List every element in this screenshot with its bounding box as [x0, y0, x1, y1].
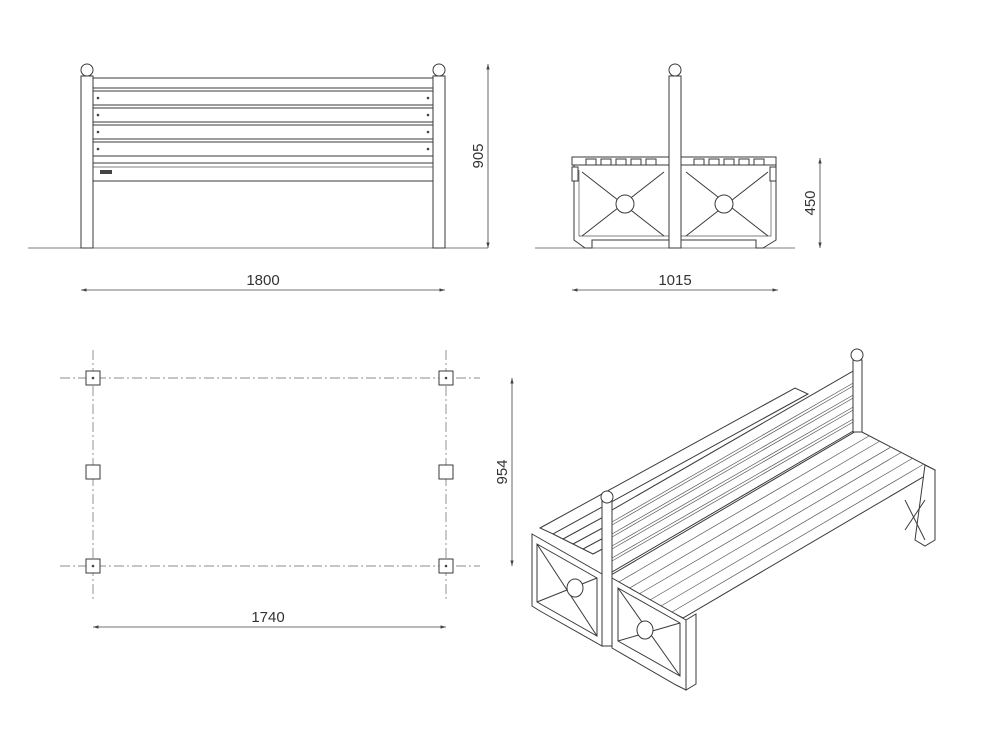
front-right-post: [432, 75, 446, 249]
dim-side-seat-height-label: 450: [802, 190, 819, 215]
isometric-view: [531, 348, 937, 691]
dim-front-height-label: 905: [470, 143, 487, 168]
side-post-cap: [668, 63, 682, 77]
dim-plan-width-label: 1740: [251, 609, 284, 626]
front-left-post: [80, 75, 94, 249]
plan-center-lines: [60, 350, 480, 600]
dim-plan-depth-label: 954: [494, 459, 511, 484]
iso-left-end-frame: [531, 533, 603, 647]
iso-rear-post: [852, 359, 863, 433]
iso-right-end-frame: [611, 577, 697, 691]
plan-view: 1740 954: [60, 350, 514, 629]
side-right-hub: [714, 194, 734, 214]
side-view: 1015 450: [535, 63, 822, 292]
iso-front-post: [601, 499, 613, 647]
iso-rear-post-cap: [850, 348, 864, 362]
front-view: 1800 905: [28, 63, 490, 292]
front-right-post-cap: [432, 63, 446, 77]
iso-front-post-cap: [600, 490, 614, 504]
front-seat-rail: [92, 162, 434, 182]
front-left-post-cap: [80, 63, 94, 77]
iso-far-end-frame: [904, 464, 936, 547]
dim-front-width-label: 1800: [246, 272, 279, 289]
front-backrest-slats: [92, 77, 434, 157]
dim-side-depth-label: 1015: [658, 272, 691, 289]
side-seat-slat-ends: [585, 158, 765, 166]
side-left-hub: [615, 194, 635, 214]
plan-footings: [85, 370, 454, 574]
side-center-post: [668, 75, 682, 249]
front-label-plate: [100, 170, 112, 174]
